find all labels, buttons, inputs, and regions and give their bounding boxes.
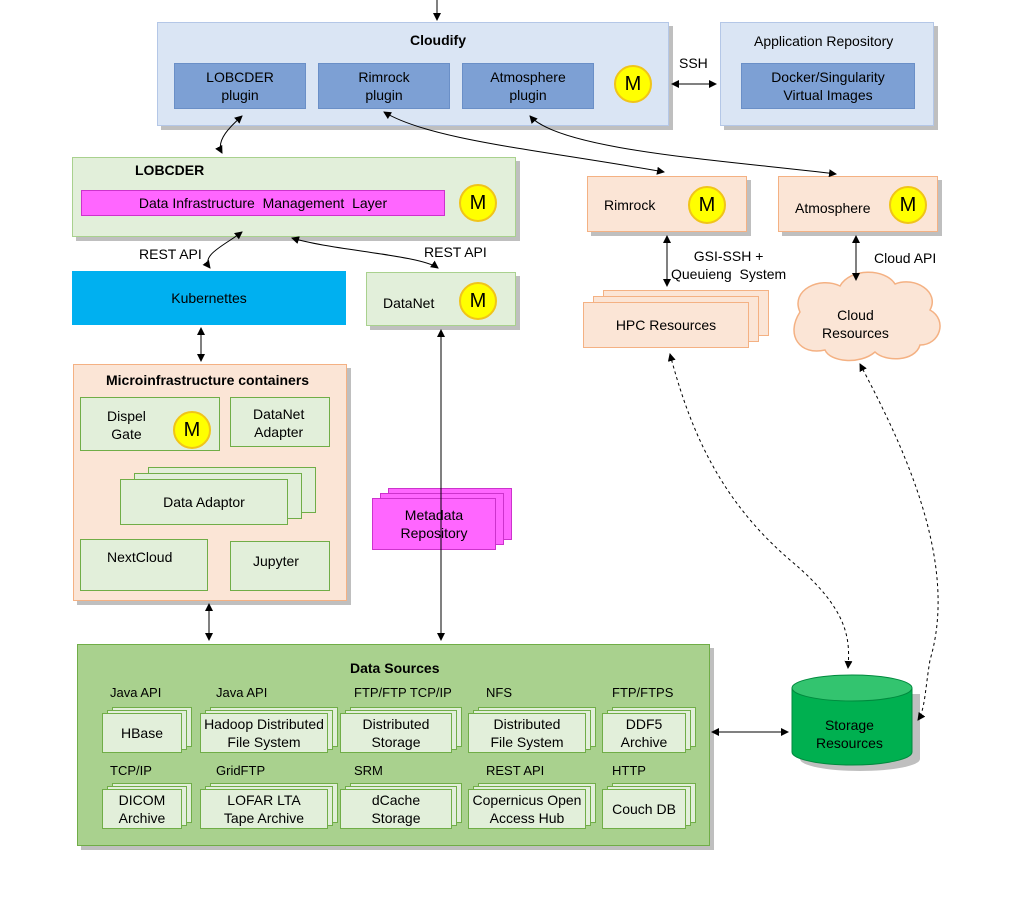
- rimrock-box: Rimrock M: [587, 176, 747, 232]
- rimrock-plugin: Rimrock plugin: [318, 63, 450, 109]
- jupyter-label: Jupyter: [253, 553, 299, 569]
- rimrock-m-badge: M: [688, 186, 726, 224]
- atmosphere-plugin: Atmosphere plugin: [462, 63, 594, 109]
- lobcder-title: LOBCDER: [135, 162, 205, 178]
- app-repo-title: Application Repository: [754, 33, 894, 49]
- data-source-protocol: NFS: [486, 685, 512, 700]
- data-source-name: Distributed Storage: [340, 713, 452, 753]
- docker-images-box: Docker/Singularity Virtual Images: [741, 63, 915, 109]
- data-source-protocol: Java API: [216, 685, 268, 700]
- nextcloud-label: NextCloud: [107, 549, 173, 565]
- data-source-name: Couch DB: [602, 789, 686, 829]
- storage-resources-label: Storage Resources: [816, 717, 883, 751]
- rest-api-right-label: REST API: [424, 244, 487, 260]
- data-source-stack: HBase: [102, 707, 196, 757]
- cloud-resources-label: Cloud Resources: [822, 307, 889, 341]
- data-source-stack: DICOM Archive: [102, 783, 196, 833]
- dashed-hpc-storage: [667, 353, 853, 669]
- atmosphere-label: Atmosphere: [795, 200, 871, 216]
- lobcder-plugin: LOBCDER plugin: [174, 63, 306, 109]
- datanet-adapter-box: DataNet Adapter: [230, 397, 330, 447]
- gsi-ssh-label: GSI-SSH + Queuieng System: [671, 248, 787, 282]
- data-source-stack: Hadoop Distributed File System: [200, 707, 342, 757]
- data-source-name: DDF5 Archive: [602, 713, 686, 753]
- data-source-name: DICOM Archive: [102, 789, 182, 829]
- arrow-datanet-lobcder: [291, 236, 439, 269]
- ssh-label: SSH: [679, 55, 708, 71]
- microinfrastructure-panel: Microinfrastructure containers Dispel Ga…: [73, 364, 347, 601]
- data-source-name: Distributed File System: [468, 713, 586, 753]
- rest-api-left-label: REST API: [139, 246, 202, 262]
- atmosphere-box: Atmosphere M: [778, 176, 938, 232]
- dashed-cloud-storage: [859, 363, 939, 721]
- data-source-protocol: GridFTP: [216, 763, 266, 778]
- data-adaptor-stack: Data Adaptor: [120, 467, 320, 529]
- data-source-stack: Couch DB: [602, 783, 700, 833]
- datanet-label: DataNet: [383, 295, 435, 311]
- cloud-api-label: Cloud API: [874, 250, 937, 266]
- data-source-stack: Copernicus Open Access Hub: [468, 783, 600, 833]
- data-infrastructure-layer: Data Infrastructure Management Layer: [81, 190, 445, 216]
- data-source-protocol: REST API: [486, 763, 545, 778]
- dispel-gate-box: Dispel Gate M: [80, 397, 220, 451]
- data-source-stack: LOFAR LTA Tape Archive: [200, 783, 342, 833]
- metadata-repository-stack: Metadata Repository: [372, 488, 522, 554]
- data-sources-panel: Data Sources Java API HBase Java API Hadoop…: [77, 644, 710, 846]
- data-source-protocol: FTP/FTP TCP/IP: [354, 685, 452, 700]
- data-source-stack: DDF5 Archive: [602, 707, 700, 757]
- dispel-m-badge: M: [173, 411, 211, 449]
- data-source-protocol: Java API: [110, 685, 162, 700]
- atmosphere-m-badge: M: [889, 186, 927, 224]
- data-source-protocol: SRM: [354, 763, 383, 778]
- data-source-protocol: TCP/IP: [110, 763, 152, 778]
- data-source-stack: dCache Storage: [340, 783, 466, 833]
- jupyter-box: Jupyter: [230, 541, 330, 591]
- kubernetes-box: Kubernettes: [72, 271, 346, 325]
- cloudify-title: Cloudify: [410, 32, 466, 48]
- cloudify-m-badge: M: [614, 65, 652, 103]
- lobcder-panel: LOBCDER Data Infrastructure Management L…: [72, 157, 516, 237]
- data-source-protocol: HTTP: [612, 763, 646, 778]
- application-repository-panel: Application Repository Docker/Singularit…: [720, 22, 934, 126]
- data-source-name: dCache Storage: [340, 789, 452, 829]
- data-source-protocol: FTP/FTPS: [612, 685, 674, 700]
- lobcder-m-badge: M: [459, 184, 497, 222]
- hpc-resources-stack: HPC Resources: [583, 290, 773, 354]
- data-adaptor-label: Data Adaptor: [120, 479, 288, 525]
- datanet-box: DataNet M: [366, 272, 516, 326]
- datanet-adapter-label: DataNet Adapter: [253, 406, 305, 440]
- rimrock-label: Rimrock: [604, 197, 656, 213]
- data-source-name: Copernicus Open Access Hub: [468, 789, 586, 829]
- data-source-stack: Distributed File System: [468, 707, 600, 757]
- hpc-resources-label: HPC Resources: [583, 302, 749, 348]
- metadata-label: Metadata Repository: [372, 498, 496, 550]
- data-source-name: Hadoop Distributed File System: [200, 713, 328, 753]
- dispel-gate-label: Dispel Gate: [107, 408, 146, 442]
- micro-title: Microinfrastructure containers: [106, 372, 310, 388]
- data-sources-title: Data Sources: [350, 660, 440, 676]
- data-source-stack: Distributed Storage: [340, 707, 466, 757]
- arrow-kube-lobcder: [202, 231, 243, 269]
- cloudify-panel: Cloudify LOBCDER plugin Rimrock plugin A…: [157, 22, 669, 126]
- data-source-name: LOFAR LTA Tape Archive: [200, 789, 328, 829]
- nextcloud-box: NextCloud: [80, 539, 208, 591]
- datanet-m-badge: M: [459, 282, 497, 320]
- data-source-name: HBase: [102, 713, 182, 753]
